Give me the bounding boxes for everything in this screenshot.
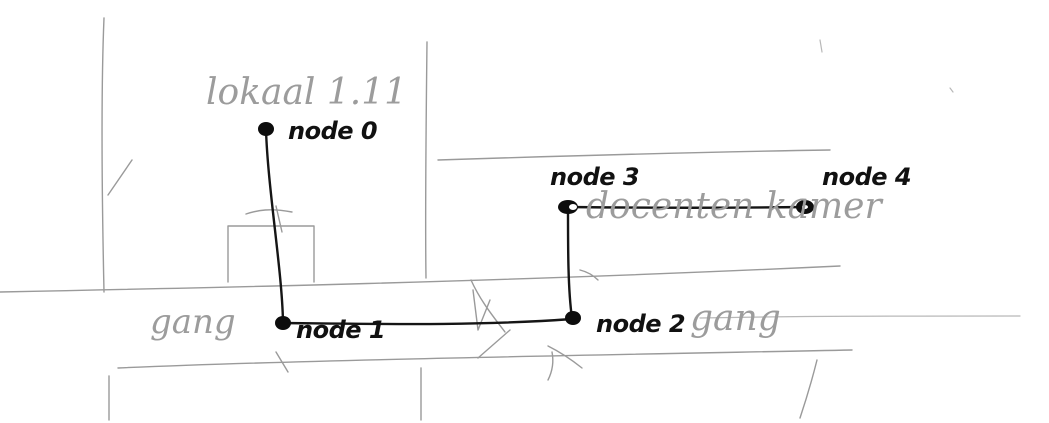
- graph-nodes: [258, 122, 814, 330]
- node-0-label: node 0: [288, 117, 378, 145]
- node-1-label: node 1: [296, 316, 386, 344]
- corridor-top-line: [0, 265, 841, 293]
- door-mark-mid-c: [477, 329, 511, 359]
- office-top-wall: [437, 149, 831, 161]
- graph-edges: [264, 128, 806, 326]
- door-mark-room: [245, 209, 293, 215]
- node-1-dot: [275, 316, 291, 330]
- door-mark-left: [107, 159, 133, 196]
- tick-left: [275, 351, 289, 373]
- speck-1: [819, 39, 823, 53]
- node-0-dot: [258, 122, 274, 136]
- node-4-label: node 4: [822, 163, 912, 191]
- node-3-dot-highlight: [569, 204, 577, 210]
- edge-0-1: [264, 128, 285, 324]
- edge-1-2: [281, 317, 574, 326]
- room-right-wall: [424, 41, 428, 279]
- door-mark-room-tick: [275, 205, 283, 233]
- lower-wall-right: [799, 359, 818, 419]
- node-3-dot: [558, 200, 578, 214]
- node-2-label: node 2: [596, 310, 686, 338]
- hallway-left-label: gang: [150, 302, 236, 342]
- faint-line: [699, 315, 1021, 319]
- door-mark-right-a: [547, 345, 583, 369]
- node-2-dot: [565, 311, 581, 325]
- office-label: docenten kamer: [586, 186, 882, 227]
- speck-2: [949, 87, 954, 93]
- door-mark-office: [579, 269, 599, 281]
- floor-plan-walls: [0, 17, 1021, 421]
- edge-3-4: [566, 205, 806, 209]
- corridor-bottom-line: [117, 349, 853, 369]
- hallway-right-label: gang: [690, 298, 781, 339]
- room-door-frame: [227, 225, 315, 283]
- door-mark-mid-b: [472, 289, 491, 331]
- edge-2-3: [566, 206, 574, 320]
- node-3-label: node 3: [550, 163, 640, 191]
- node-4-dot-highlight: [802, 205, 808, 209]
- room-label: lokaal 1.11: [206, 72, 408, 113]
- room-left-wall: [101, 17, 105, 293]
- door-mark-right-b: [547, 351, 554, 381]
